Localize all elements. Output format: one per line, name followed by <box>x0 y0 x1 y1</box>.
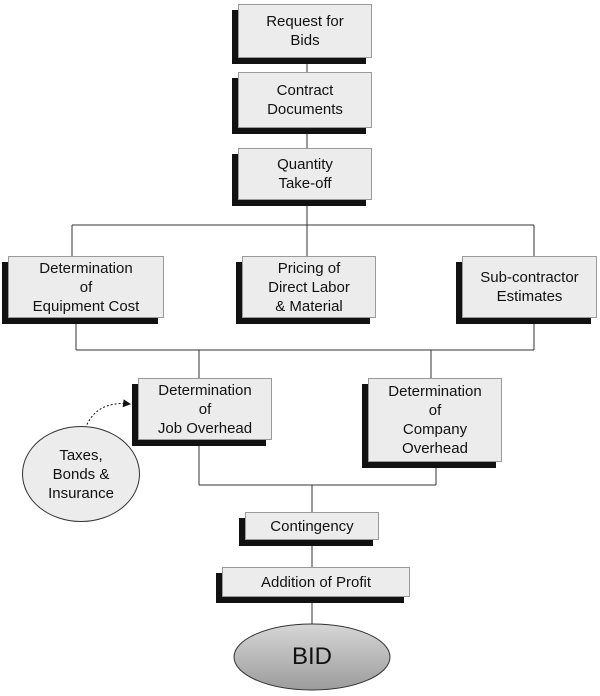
subcontractor-estimates-box: Sub-contractor Estimates <box>462 256 597 318</box>
quantity-takeoff-box: Quantity Take-off <box>238 148 372 200</box>
taxes-bonds-insurance-ellipse: Taxes, Bonds & Insurance <box>22 426 140 522</box>
addition-of-profit-box: Addition of Profit <box>222 567 410 597</box>
company-overhead-box: Determination of Company Overhead <box>368 378 502 462</box>
bid-ellipse: BID <box>291 643 332 670</box>
job-overhead-box: Determination of Job Overhead <box>138 378 272 440</box>
contract-documents-box: Contract Documents <box>238 72 372 128</box>
direct-labor-box: Pricing of Direct Labor & Material <box>242 256 376 318</box>
contingency-box: Contingency <box>245 512 379 540</box>
equipment-cost-box: Determination of Equipment Cost <box>8 256 164 318</box>
request-for-bids-box: Request for Bids <box>238 4 372 58</box>
